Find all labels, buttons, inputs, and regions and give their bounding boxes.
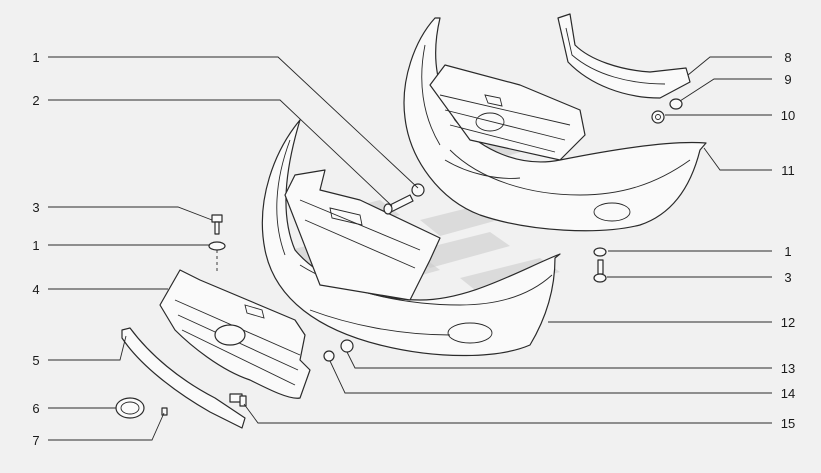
- emblem-clip: [161, 407, 168, 416]
- callout-label-2: 2: [32, 93, 39, 108]
- callout-label-10: 10: [781, 108, 795, 123]
- callout-label-14: 14: [781, 386, 795, 401]
- emblem-badge: [115, 397, 145, 419]
- nuts-bottom: [323, 339, 354, 362]
- callout-label-7: 7: [32, 433, 39, 448]
- trim-clip: [229, 393, 247, 407]
- callout-label-9: 9: [784, 72, 791, 87]
- radiator-grille: [159, 269, 311, 399]
- grille-trim-strip: [121, 327, 246, 429]
- callout-label-3-left: 3: [32, 200, 39, 215]
- bolt-and-washer-left: [208, 214, 226, 274]
- callout-label-1-right: 1: [784, 244, 791, 259]
- front-bumper-upper: [403, 17, 707, 232]
- front-bumper-main: [261, 119, 561, 357]
- callout-label-3-right: 3: [784, 270, 791, 285]
- washer-and-nut: [651, 98, 683, 124]
- callout-label-1-left: 1: [32, 238, 39, 253]
- bolt-and-nut-right: [593, 247, 607, 283]
- callout-label-5: 5: [32, 353, 39, 368]
- callout-label-11: 11: [781, 163, 795, 178]
- bumper-reinforcement-beam: [557, 13, 691, 99]
- callout-label-4: 4: [32, 282, 39, 297]
- callout-label-13: 13: [781, 361, 795, 376]
- callout-label-8: 8: [784, 50, 791, 65]
- leader-lines: [48, 56, 772, 441]
- callout-labels: 1 2 3 1 4 5 6 7 8 9 10 11 1 3 12 13 14 1…: [32, 50, 795, 448]
- callout-label-15: 15: [781, 416, 795, 431]
- callout-label-12: 12: [781, 315, 795, 330]
- callout-label-6: 6: [32, 401, 39, 416]
- callout-label-1-top: 1: [32, 50, 39, 65]
- bolt-and-nut-top: [383, 183, 425, 215]
